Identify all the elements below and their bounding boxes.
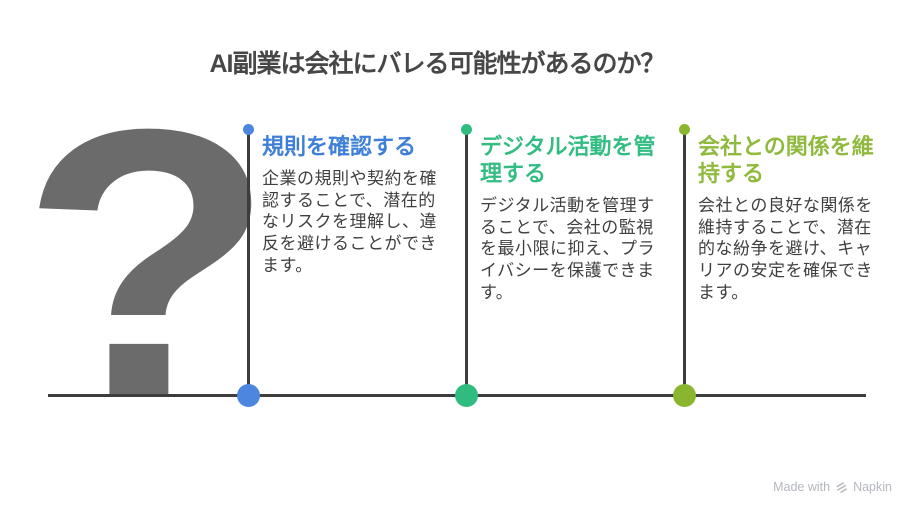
column-1-heading: 規則を確認する [262,134,417,159]
column-1-body: 企業の規則や契約を確認することで、潜在的なリスクを理解し、違反を避けることができ… [262,169,437,275]
timeline-top-dot-1 [243,124,254,135]
question-mark-graphic: ? [20,50,276,475]
column-3: 会社との関係を維持する 会社との良好な関係を維持することで、潜在的な紛争を避け、… [698,133,876,304]
timeline-bottom-dot-2 [455,384,478,407]
timeline-top-dot-2 [461,124,472,135]
connector-line-2 [465,127,468,396]
column-2-body: デジタル活動を管理することで、会社の監視を最小限に抑え、プライバシーを保護できま… [480,196,655,302]
napkin-logo-icon [835,481,848,494]
watermark: Made with Napkin [773,480,892,494]
column-2-heading: デジタル活動を管理する [480,134,656,186]
watermark-brand: Napkin [853,480,892,494]
connector-line-1 [247,127,250,396]
column-2: デジタル活動を管理する デジタル活動を管理することで、会社の監視を最小限に抑え、… [480,133,658,304]
column-1: 規則を確認する 企業の規則や契約を確認することで、潜在的なリスクを理解し、違反を… [262,133,440,277]
column-3-heading: 会社との関係を維持する [698,134,874,186]
timeline-bottom-dot-1 [237,384,260,407]
timeline-top-dot-3 [679,124,690,135]
page-title: AI副業は会社にバレる可能性があるのか？ [209,50,665,78]
column-3-body: 会社との良好な関係を維持することで、潜在的な紛争を避け、キャリアの安定を確保でき… [698,196,873,302]
watermark-prefix: Made with [773,480,831,494]
connector-line-3 [683,127,686,396]
timeline-bottom-dot-3 [673,384,696,407]
